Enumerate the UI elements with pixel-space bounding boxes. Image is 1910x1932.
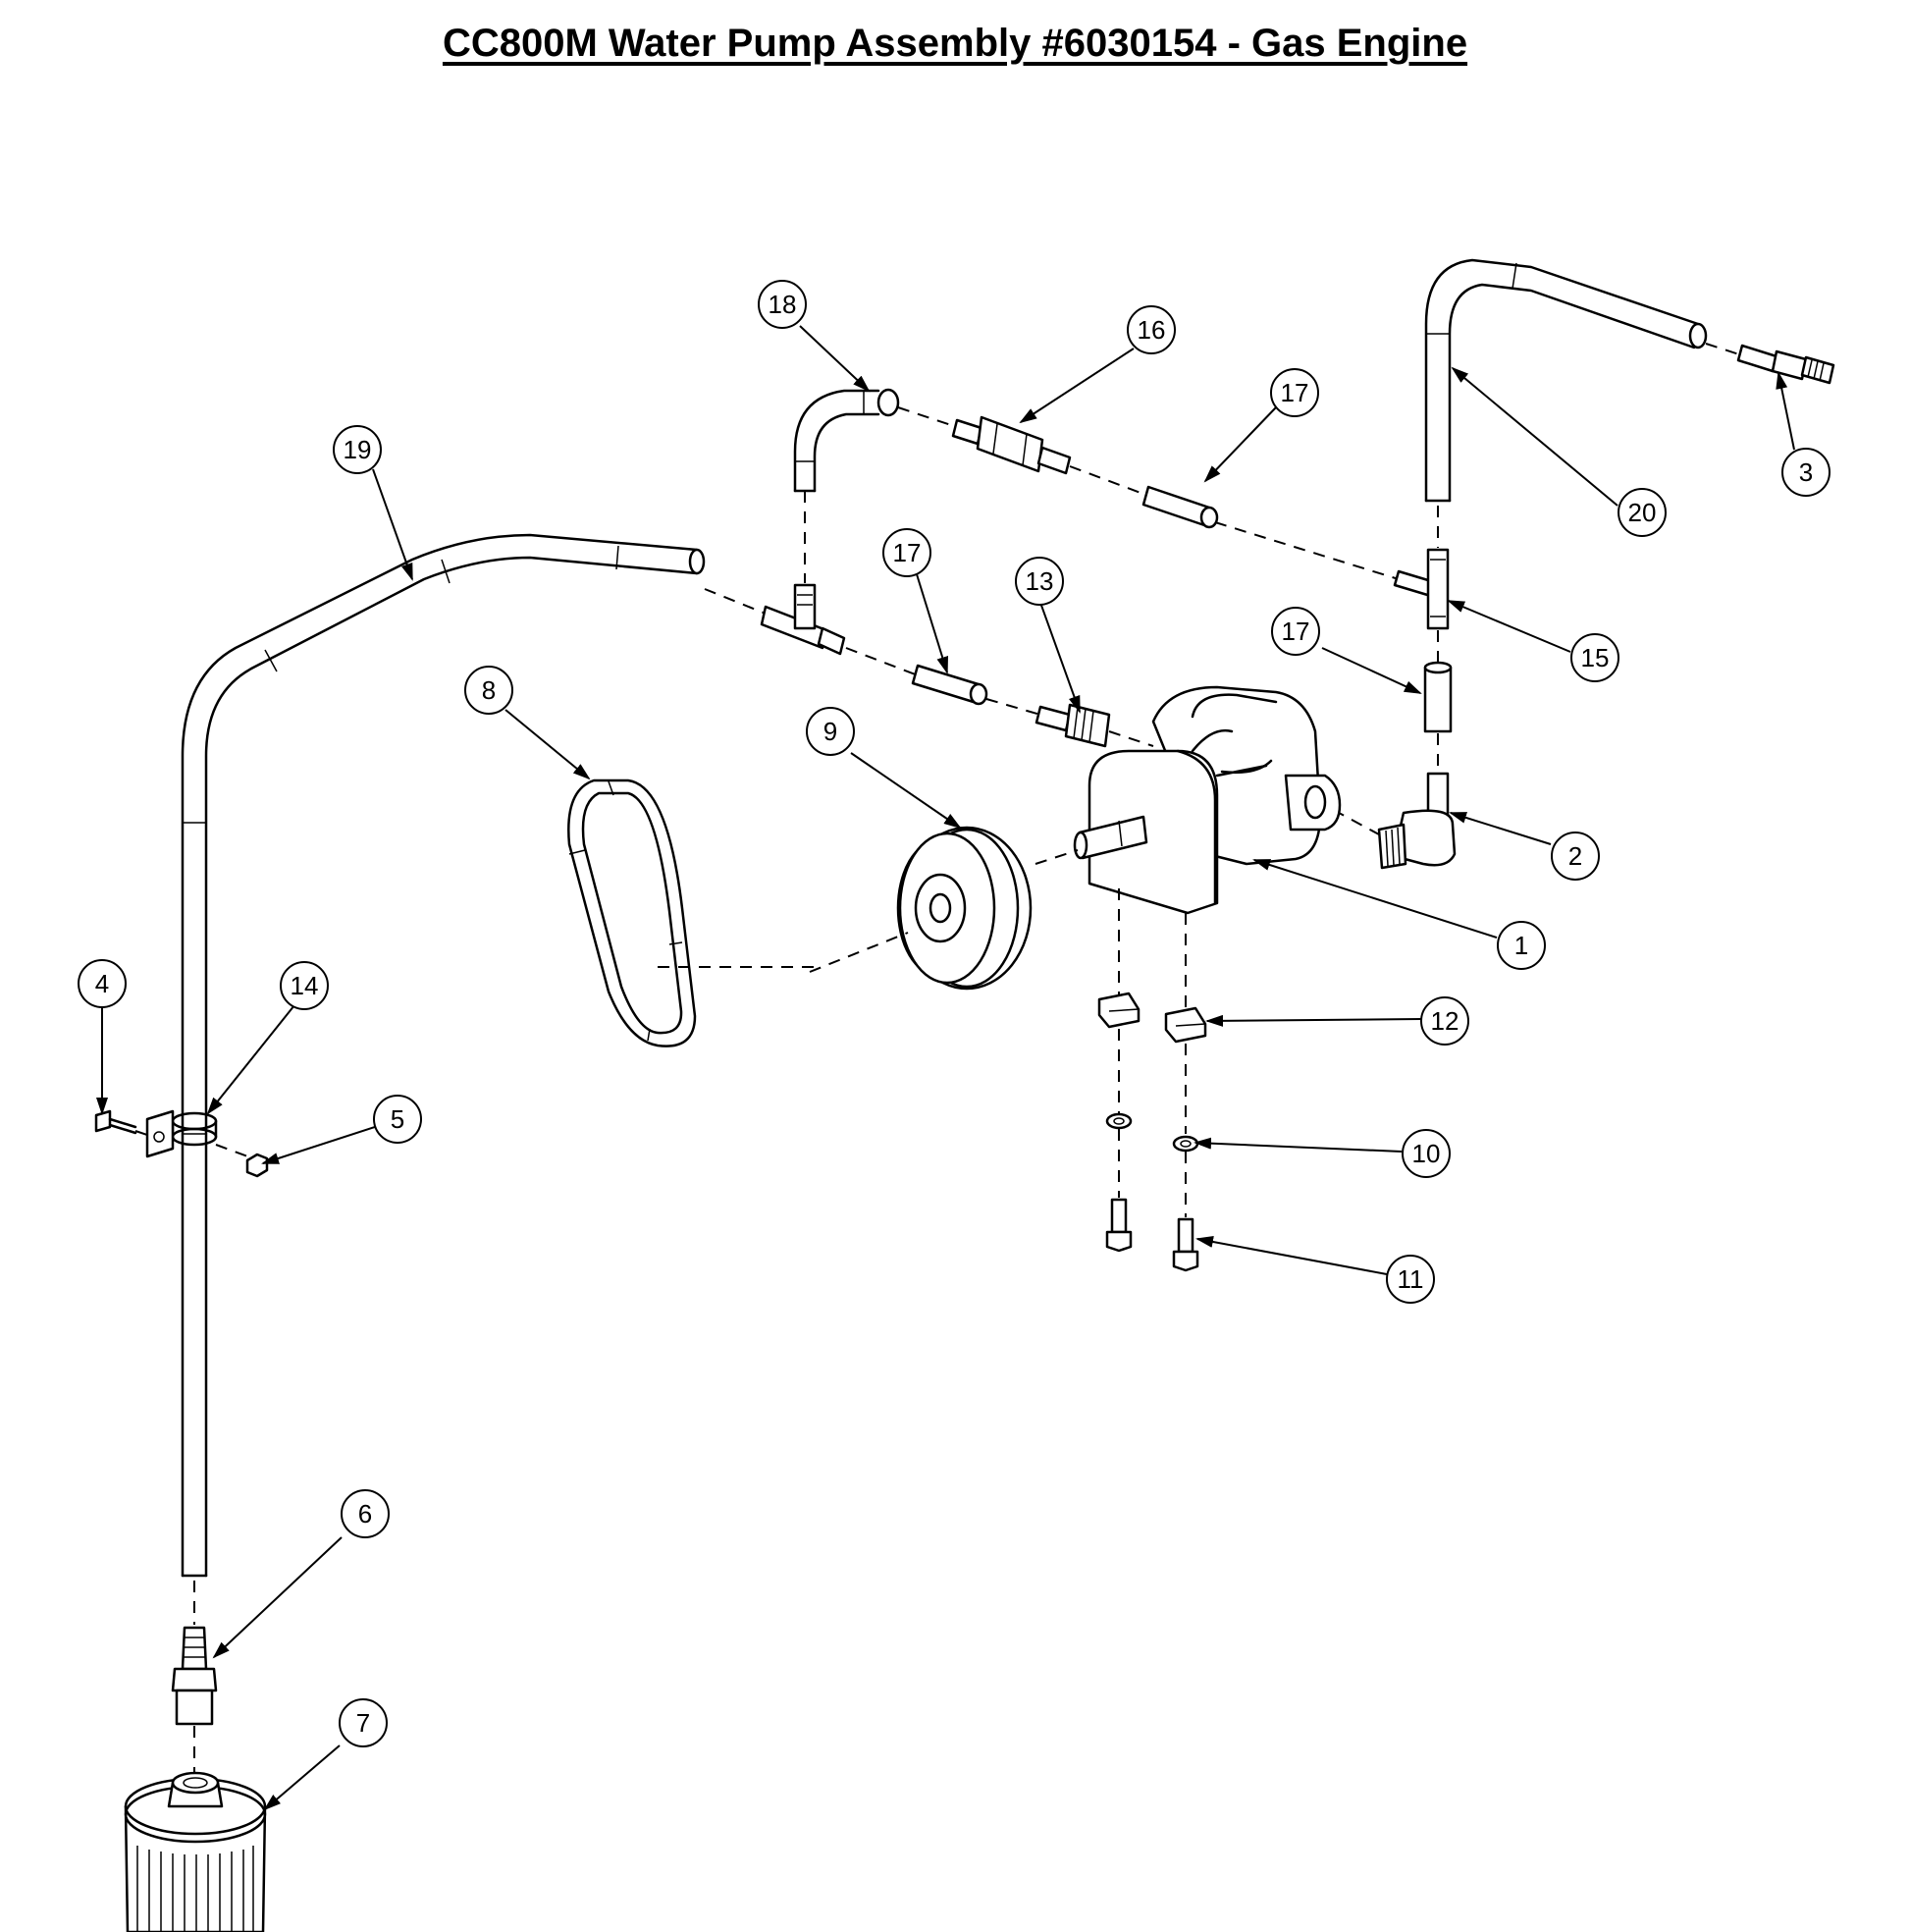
fitting-13	[1035, 703, 1111, 748]
valve-16	[951, 415, 1072, 475]
callout-11-label: 11	[1398, 1264, 1424, 1294]
elbow-fitting-2	[1377, 772, 1457, 870]
callout-19-label: 19	[344, 435, 372, 464]
callout-12: 12	[1420, 996, 1469, 1046]
callout-4: 4	[78, 959, 127, 1008]
callout-14-label: 14	[291, 971, 319, 1000]
hose-clamp-14	[145, 1109, 218, 1158]
washer-left	[1105, 1112, 1133, 1130]
callout-13: 13	[1015, 557, 1064, 606]
callout-7-label: 7	[356, 1708, 370, 1738]
fitting-6	[171, 1626, 218, 1726]
callout-20-label: 20	[1628, 498, 1657, 527]
callout-17-middle: 17	[882, 528, 931, 577]
pulley-9	[896, 826, 1033, 991]
callout-17-middle-label: 17	[893, 538, 922, 567]
callout-1-label: 1	[1514, 931, 1528, 960]
callout-1: 1	[1497, 921, 1546, 970]
drive-belt-8	[567, 778, 697, 1047]
callout-13-label: 13	[1026, 566, 1054, 596]
sleeve-17-right	[1423, 661, 1453, 733]
callout-15: 15	[1570, 633, 1619, 682]
strainer-7	[124, 1771, 267, 1932]
water-pump-1	[1073, 685, 1342, 915]
callout-10: 10	[1402, 1129, 1451, 1178]
callout-6-label: 6	[358, 1499, 372, 1529]
mounting-clip-left	[1097, 992, 1141, 1029]
bolt-4	[94, 1109, 137, 1135]
hose-19	[181, 533, 706, 1578]
hose-18	[793, 388, 900, 493]
callout-4-label: 4	[95, 969, 109, 998]
callout-16: 16	[1127, 305, 1176, 354]
tee-fitting-15	[1393, 548, 1450, 630]
callout-8: 8	[464, 666, 513, 715]
callout-leaders	[96, 325, 1795, 1811]
callout-2: 2	[1551, 832, 1600, 881]
callout-6: 6	[341, 1489, 390, 1538]
tee-fitting-left	[760, 583, 846, 656]
callout-18-label: 18	[769, 290, 797, 319]
sleeve-17-middle	[911, 664, 988, 706]
callout-17-right: 17	[1271, 607, 1320, 656]
callout-9-label: 9	[823, 717, 837, 746]
fitting-3	[1736, 344, 1835, 385]
callout-19: 19	[333, 425, 382, 474]
callout-18: 18	[758, 280, 807, 329]
callout-17-top: 17	[1270, 368, 1319, 417]
callout-10-label: 10	[1412, 1139, 1441, 1168]
callout-16-label: 16	[1138, 315, 1166, 345]
mounting-clip-12	[1164, 1006, 1207, 1044]
bolt-11	[1172, 1217, 1199, 1272]
callout-5: 5	[373, 1095, 422, 1144]
callout-9: 9	[806, 707, 855, 756]
callout-2-label: 2	[1568, 841, 1582, 871]
callout-12-label: 12	[1431, 1006, 1459, 1036]
callout-11: 11	[1386, 1255, 1435, 1304]
diagram-title: CC800M Water Pump Assembly #6030154 - Ga…	[442, 22, 1468, 65]
callout-20: 20	[1618, 488, 1667, 537]
callout-17-right-label: 17	[1282, 617, 1310, 646]
callout-8-label: 8	[482, 675, 496, 705]
callout-3: 3	[1781, 448, 1830, 497]
callout-14: 14	[280, 961, 329, 1010]
washer-10	[1172, 1135, 1199, 1153]
callout-3-label: 3	[1799, 457, 1813, 487]
sleeve-17-top	[1141, 485, 1219, 529]
nut-5	[245, 1153, 269, 1178]
callout-5-label: 5	[391, 1104, 404, 1134]
callout-7: 7	[339, 1698, 388, 1747]
callout-15-label: 15	[1581, 643, 1610, 672]
callout-17-top-label: 17	[1281, 378, 1309, 407]
bolt-left	[1105, 1198, 1133, 1253]
hose-20	[1424, 258, 1708, 503]
